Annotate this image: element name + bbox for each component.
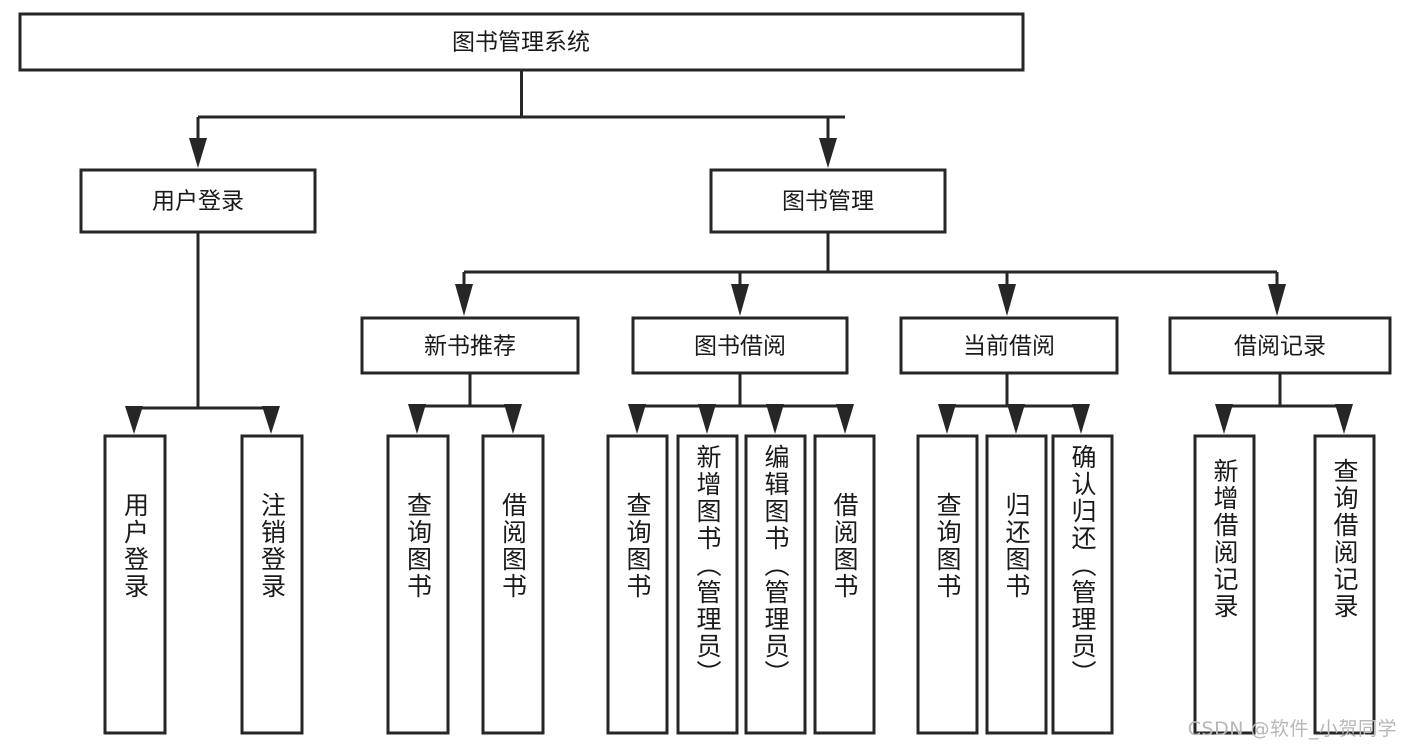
node-current-borrow-label: 当前借阅 (963, 334, 1055, 360)
edges-book-manage-to-level3 (455, 232, 1286, 316)
node-leaf-query-book-2-box[interactable] (606, 434, 669, 735)
edges-new-book-recommend-to-leaves (408, 373, 522, 434)
arrow-head-leaf-borrow-book-2 (836, 404, 854, 434)
node-root[interactable]: 图书管理系统 (18, 12, 1025, 72)
arrow-head-leaf-query-book-2 (628, 404, 646, 434)
arrow-head-leaf-add-book (698, 404, 716, 434)
arrow-head-leaf-confirm-return (1072, 404, 1090, 434)
node-book-borrow-box[interactable] (631, 316, 849, 375)
node-book-borrow-label: 图书借阅 (694, 334, 786, 360)
arrow-head-leaf-query-book-3 (938, 404, 956, 434)
node-leaf-query-book-3-box[interactable] (916, 434, 979, 735)
node-leaf-add-record-box[interactable] (1193, 434, 1256, 735)
node-user-login-label: 用户登录 (152, 189, 244, 215)
arrow-head-leaf-query-record (1335, 404, 1353, 434)
edges-level1-to-level2 (189, 70, 845, 168)
arrow-head-borrow-record (1268, 284, 1286, 316)
arrow-head-leaf-user-logout (262, 406, 280, 434)
arrow-head-book-manage (819, 138, 837, 168)
node-leaf-borrow-book-1-box[interactable] (481, 434, 545, 735)
edges-user-login-to-leaves (125, 232, 280, 434)
node-leaf-confirm-return-box[interactable] (1051, 434, 1114, 735)
node-book-manage-box[interactable] (709, 168, 947, 234)
node-root-box[interactable] (18, 12, 1025, 72)
edges-borrow-record-to-leaves (1215, 373, 1353, 434)
arrow-head-leaf-edit-book (766, 404, 784, 434)
node-leaf-add-book-box[interactable] (676, 434, 739, 735)
node-book-manage-label: 图书管理 (782, 189, 874, 215)
leaf-boxes (103, 434, 1376, 735)
arrow-head-book-borrow (731, 284, 749, 316)
node-root-label: 图书管理系统 (452, 30, 590, 56)
node-new-book-recommend-box[interactable] (360, 316, 580, 375)
arrow-head-leaf-query-book-1 (408, 404, 426, 434)
node-leaf-user-login-box[interactable] (103, 434, 167, 735)
node-leaf-borrow-book-2-box[interactable] (813, 434, 876, 735)
arrow-head-new-book-recommend (455, 284, 473, 316)
node-current-borrow[interactable]: 当前借阅 (899, 316, 1119, 375)
csdn-watermark: CSDN @软件_小贺同学 (1187, 718, 1397, 740)
arrow-head-user-login (189, 138, 207, 168)
edges-current-borrow-to-leaves (938, 373, 1090, 434)
node-leaf-edit-book-box[interactable] (744, 434, 807, 735)
node-new-book-recommend[interactable]: 新书推荐 (360, 316, 580, 375)
arrow-head-leaf-add-record (1215, 404, 1233, 434)
arrow-head-leaf-return-book (1007, 404, 1025, 434)
arrow-head-leaf-borrow-book-1 (504, 404, 522, 434)
node-book-manage[interactable]: 图书管理 (709, 168, 947, 234)
node-user-login-box[interactable] (79, 168, 317, 234)
node-borrow-record[interactable]: 借阅记录 (1168, 316, 1392, 375)
node-leaf-return-book-box[interactable] (985, 434, 1048, 735)
node-leaf-query-book-1-box[interactable] (386, 434, 450, 735)
node-book-borrow[interactable]: 图书借阅 (631, 316, 849, 375)
arrow-head-current-borrow (998, 284, 1016, 316)
node-leaf-user-logout-box[interactable] (240, 434, 304, 735)
node-current-borrow-box[interactable] (899, 316, 1119, 375)
node-new-book-recommend-label: 新书推荐 (424, 334, 516, 360)
node-leaf-query-record-box[interactable] (1313, 434, 1376, 735)
arrow-head-leaf-user-login (125, 406, 143, 434)
node-borrow-record-box[interactable] (1168, 316, 1392, 375)
node-user-login[interactable]: 用户登录 (79, 168, 317, 234)
edges-book-borrow-to-leaves (628, 373, 854, 434)
node-borrow-record-label: 借阅记录 (1234, 334, 1326, 360)
